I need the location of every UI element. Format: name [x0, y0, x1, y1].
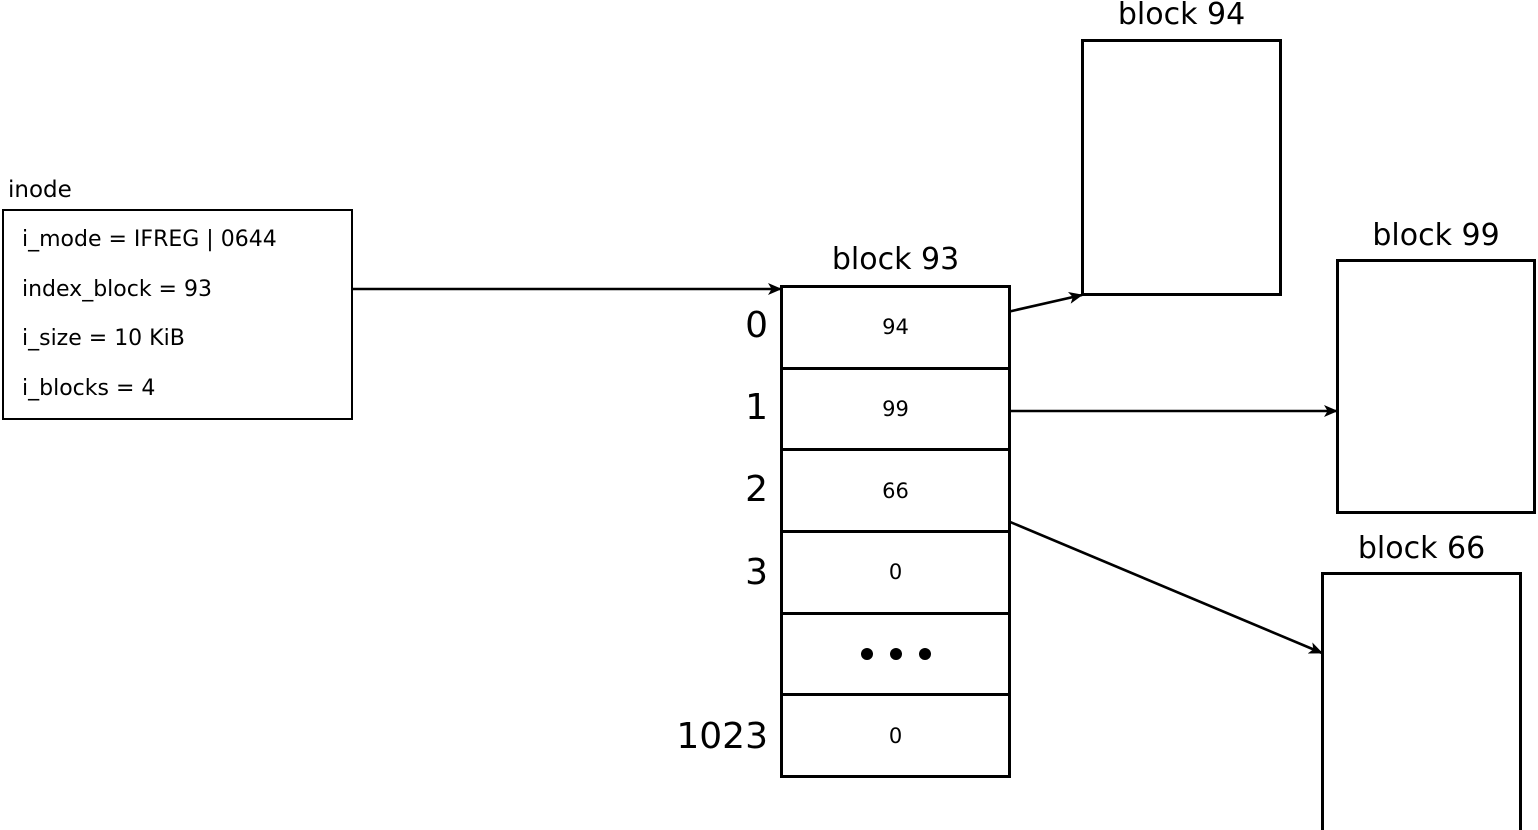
block99-title: block 99: [1372, 218, 1500, 253]
block93-index-label: 0: [745, 305, 768, 347]
block66-box: [1321, 572, 1522, 830]
block93-entry-value: 0: [888, 723, 903, 748]
block66-title: block 66: [1357, 531, 1486, 566]
block93-index-label: [620, 614, 768, 696]
block93-entry-value: 66: [882, 478, 909, 503]
block93-entry-row: 99: [783, 370, 1008, 452]
block93-table: 94 99 66 0 0: [780, 285, 1011, 778]
block93-entry-row: 94: [783, 288, 1008, 370]
block93-entry-row: 0: [783, 533, 1008, 615]
inode-caption: inode: [8, 177, 72, 203]
block94-box: [1081, 39, 1282, 296]
block93-entry-value: 99: [882, 397, 909, 421]
block93-index-label: 1023: [676, 715, 768, 757]
inode-field-index-block: index_block = 93: [22, 276, 212, 302]
block94-title: block 94: [1117, 0, 1246, 32]
block93-title: block 93: [831, 242, 960, 277]
block93-index-label: 3: [745, 551, 768, 593]
inode-box: i_mode = IFREG | 0644 index_block = 93 i…: [2, 209, 353, 420]
block93-index-label: 1: [745, 387, 768, 429]
block93-entry-row: 0: [783, 696, 1008, 775]
inode-field-list: i_mode = IFREG | 0644 index_block = 93 i…: [4, 211, 351, 418]
block93-entry-value: 0: [888, 560, 903, 585]
block99-box: [1336, 259, 1536, 514]
inode-field-i-blocks: i_blocks = 4: [22, 376, 156, 402]
block93-index-label: 2: [745, 469, 768, 511]
inode-field-i-mode: i_mode = IFREG | 0644: [22, 226, 277, 252]
block93-ellipsis-row: [783, 615, 1008, 697]
block93-entry-row: 66: [783, 451, 1008, 534]
block93-index-labels: 0 1 2 3 1023: [620, 285, 768, 778]
inode-field-i-size: i_size = 10 KiB: [22, 326, 185, 352]
ellipsis-icon: [860, 648, 931, 661]
block93-entry-value: 94: [882, 315, 909, 340]
